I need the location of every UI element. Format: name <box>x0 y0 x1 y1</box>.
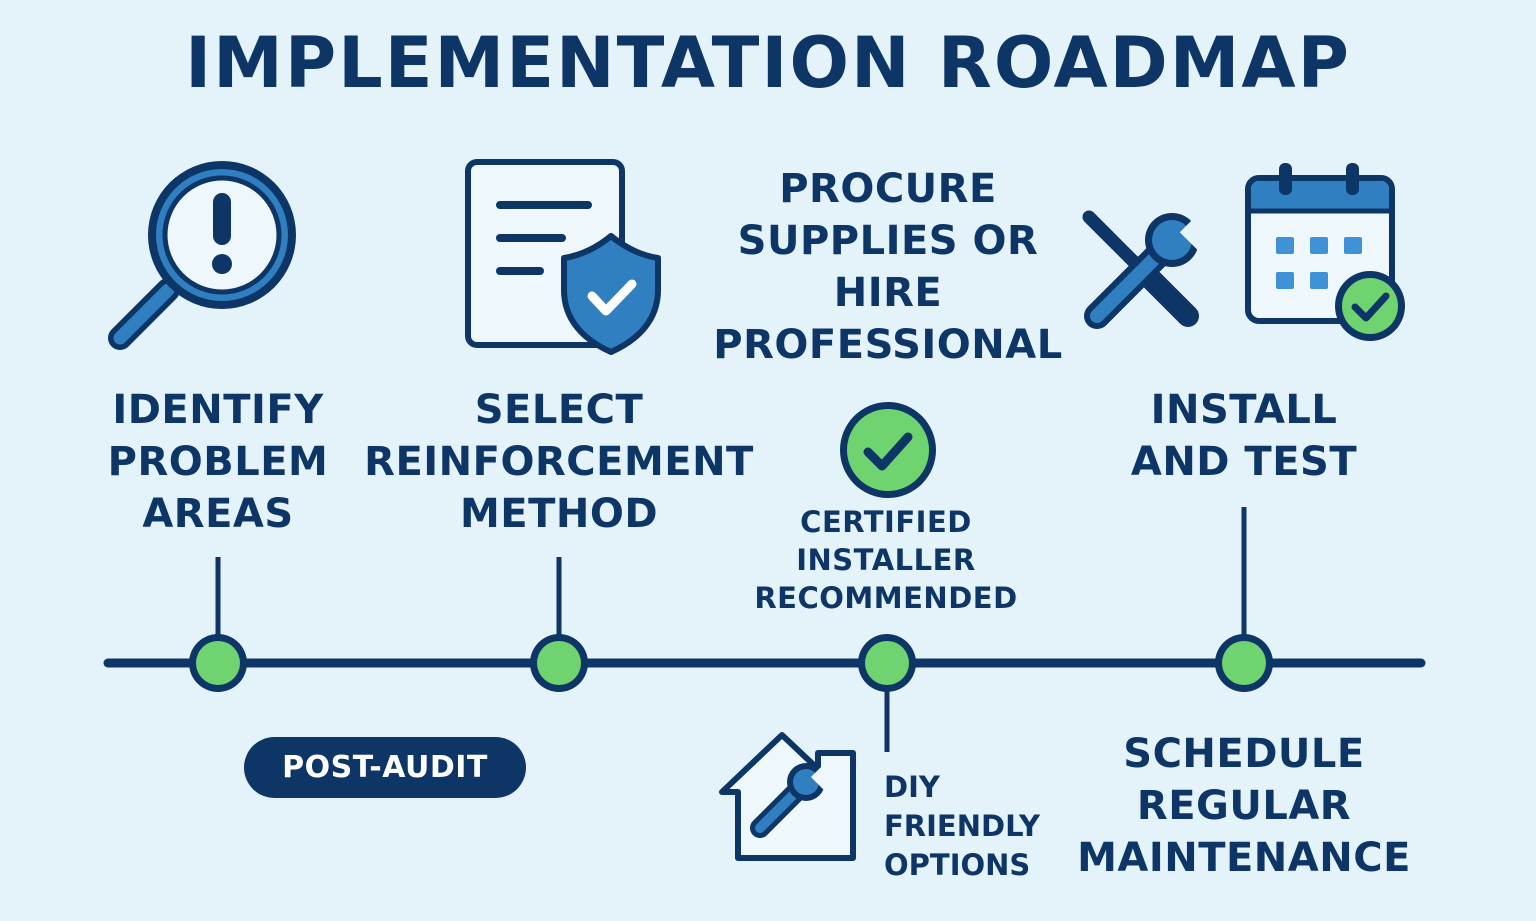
page-title: IMPLEMENTATION ROADMAP <box>185 22 1351 104</box>
step-label-install: INSTALL AND TEST <box>1130 387 1358 485</box>
diy-options-note: DIY FRIENDLY OPTIONS <box>884 770 1041 882</box>
post-audit-badge: POST-AUDIT <box>244 737 526 798</box>
timeline-node-1 <box>189 634 247 692</box>
step-label-maintenance: SCHEDULE REGULAR MAINTENANCE <box>1077 731 1411 881</box>
timeline-node-3 <box>858 634 916 692</box>
calendar-check-icon <box>1245 163 1405 341</box>
certified-installer-note: CERTIFIED INSTALLER RECOMMENDED <box>754 505 1018 615</box>
timeline-node-4 <box>1215 634 1273 692</box>
tools-icon <box>1082 210 1220 329</box>
step-label-procure: PROCURE SUPPLIES OR HIRE PROFESSIONAL <box>713 166 1063 368</box>
check-circle-icon <box>840 402 936 498</box>
magnifier-alert-icon <box>108 161 296 350</box>
step-label-select: SELECT REINFORCEMENT METHOD <box>364 387 754 537</box>
house-wrench-icon <box>719 732 856 861</box>
step-label-identify: IDENTIFY PROBLEM AREAS <box>107 387 329 537</box>
document-shield-icon <box>465 159 661 355</box>
timeline-node-2 <box>530 634 588 692</box>
timeline <box>103 507 1426 752</box>
